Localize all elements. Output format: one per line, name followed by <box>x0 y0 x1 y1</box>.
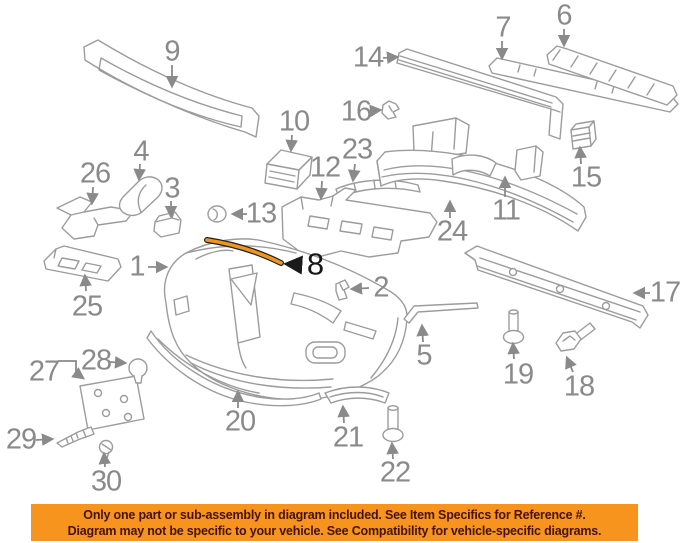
callout-2: 2 <box>373 271 389 304</box>
part-13-retainer <box>207 205 227 223</box>
callout-26: 26 <box>79 157 111 190</box>
arrow-to-part-10 <box>285 134 298 153</box>
callout-3: 3 <box>164 172 180 205</box>
callout-12: 12 <box>309 151 341 184</box>
part-28-plug <box>128 358 148 384</box>
callout-21: 21 <box>332 421 364 454</box>
arrow-to-part-23 <box>347 163 361 183</box>
arrow-to-part-19 <box>507 341 520 360</box>
part-12-energy-absorber <box>281 187 438 258</box>
part-21-molding <box>324 386 390 404</box>
arrow-to-part-5 <box>416 323 429 343</box>
arrow-to-part-29 <box>35 433 55 446</box>
callout-5: 5 <box>416 339 432 372</box>
part-8-highlight-strip <box>204 237 284 266</box>
callout-23: 23 <box>341 133 373 166</box>
callout-11: 11 <box>491 194 521 227</box>
part-25-bracket <box>43 245 122 282</box>
part-3-bracket <box>153 211 182 238</box>
callout-4: 4 <box>133 135 149 168</box>
callout-1: 1 <box>129 250 145 283</box>
callout-16: 16 <box>340 95 372 128</box>
part-4-bumper-stop <box>118 176 163 217</box>
callout-9: 9 <box>164 35 180 68</box>
callout-30: 30 <box>90 465 122 498</box>
callout-20: 20 <box>224 405 256 438</box>
callout-19: 19 <box>502 358 534 391</box>
arrow-to-part-27 <box>58 360 86 380</box>
callout-15: 15 <box>570 161 602 194</box>
part-27-license-bracket <box>79 375 145 431</box>
callout-17: 17 <box>649 276 680 309</box>
callout-29: 29 <box>5 423 37 456</box>
callout-6: 6 <box>556 0 572 32</box>
arrow-to-part-21 <box>337 404 350 424</box>
callout-18: 18 <box>563 370 595 403</box>
callout-24: 24 <box>436 215 468 248</box>
arrow-to-part-12 <box>315 180 328 201</box>
callout-27: 27 <box>28 355 60 388</box>
arrow-to-part-16 <box>368 104 383 118</box>
arrow-to-part-26 <box>86 186 99 206</box>
arrow-to-part-14 <box>382 51 400 65</box>
part-18-hex-bolt <box>555 322 596 352</box>
callout-arrows <box>35 29 650 468</box>
info-banner-line-2: Diagram may not be specific to your vehi… <box>67 523 602 538</box>
part-19-bolt <box>502 309 525 345</box>
part-2-clip <box>335 279 350 301</box>
part-5-filler-strip <box>403 302 479 324</box>
part-22-bolt <box>382 405 404 443</box>
callout-25: 25 <box>71 290 103 323</box>
part-29-screw <box>56 426 95 448</box>
part-20-air-deflector <box>146 330 322 407</box>
arrow-to-part-4 <box>133 163 146 182</box>
arrow-to-part-15 <box>574 145 587 165</box>
callout-28: 28 <box>80 344 112 377</box>
part-16-clip <box>381 100 400 120</box>
callout-22: 22 <box>379 456 411 489</box>
arrow-to-part-22 <box>386 441 399 460</box>
callout-13: 13 <box>245 197 277 230</box>
part-1-bumper-cover <box>163 238 408 401</box>
part-15-spacer-block <box>570 120 597 150</box>
part-11-bracket <box>451 145 544 181</box>
part-23-lower-grille <box>335 179 421 199</box>
arrow-to-part-18 <box>565 355 577 373</box>
arrow-to-part-28 <box>109 356 128 369</box>
part-14-sight-shield <box>396 48 564 140</box>
info-banner: Only one part or sub-assembly in diagram… <box>31 504 638 541</box>
part-10-absorber-block <box>264 149 313 190</box>
arrow-to-part-2 <box>349 282 370 295</box>
info-banner-line-1: Only one part or sub-assembly in diagram… <box>83 507 586 522</box>
arrow-to-part-8-highlighted <box>283 255 303 275</box>
callout-14: 14 <box>352 41 384 74</box>
callout-7: 7 <box>495 11 511 44</box>
callout-8-highlighted: 8 <box>306 246 324 282</box>
part-17-lower-rail <box>464 245 649 329</box>
arrow-to-part-30 <box>98 451 112 468</box>
part-30-screw <box>98 439 114 459</box>
arrow-to-part-25 <box>79 273 92 292</box>
callout-10: 10 <box>278 105 310 138</box>
